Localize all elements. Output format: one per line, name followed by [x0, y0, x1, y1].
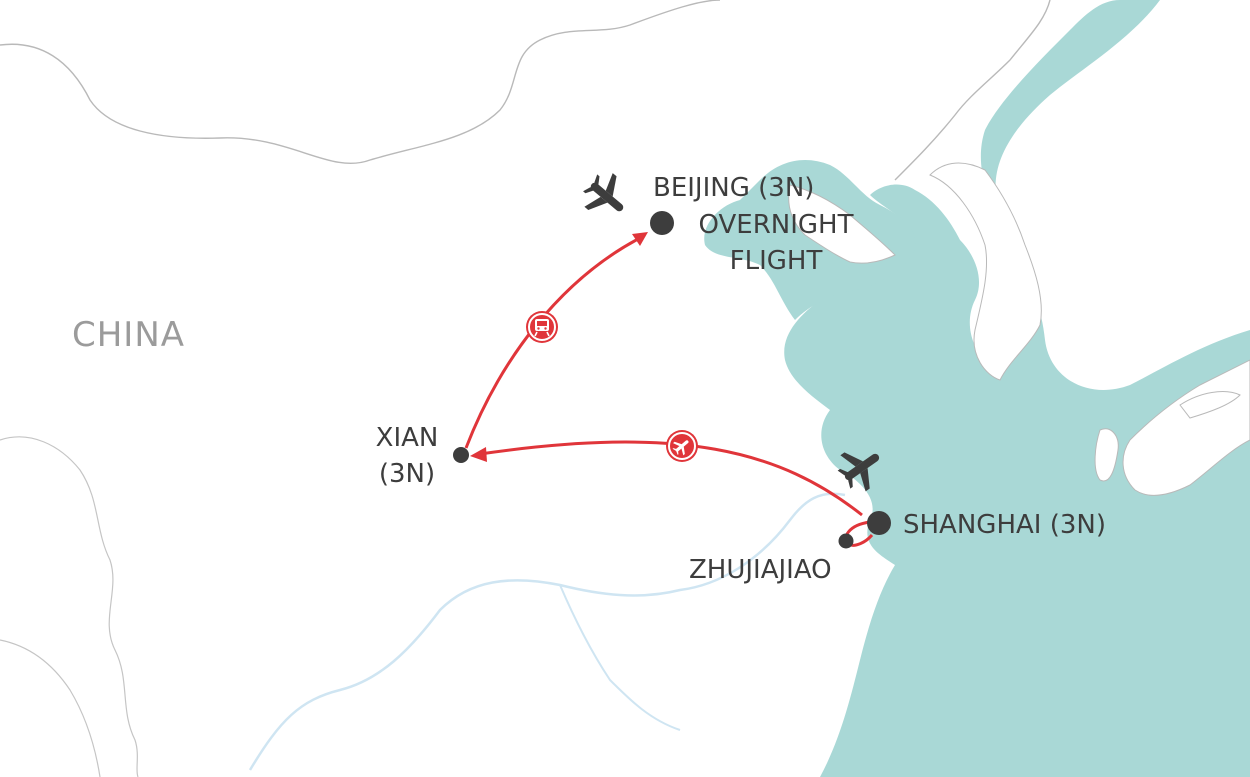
northeast-border — [894, 0, 1051, 181]
xian-label-line2: (3N) — [378, 459, 436, 489]
beijing-note-line1: OVERNIGHT — [698, 210, 854, 240]
route-xian-beijing-arrowhead — [632, 232, 648, 246]
xian-label-line1: XIAN — [375, 423, 439, 453]
country-label: CHINA — [72, 315, 186, 355]
liaodong-peninsula — [788, 184, 896, 264]
city-marker-beijing — [650, 211, 674, 235]
beijing-note: OVERNIGHT FLIGHT — [690, 207, 862, 279]
city-label-shanghai: SHANGHAI (3N) — [903, 510, 1106, 540]
airplane-icon — [583, 173, 624, 212]
route-shanghai-xian-arrowhead — [470, 447, 487, 462]
bohai-sea — [704, 160, 916, 320]
northern-border — [0, 0, 721, 165]
city-label-beijing: BEIJING (3N) — [653, 173, 815, 203]
city-marker-zhujiajiao — [838, 533, 854, 549]
southwest-border — [0, 639, 101, 777]
airplane-icon — [837, 452, 880, 492]
taiwan-coast-hint — [1179, 391, 1241, 419]
beijing-note-line2: FLIGHT — [729, 246, 823, 276]
train-icon — [526, 311, 558, 343]
route-xian-beijing — [464, 236, 641, 449]
korea-peninsula — [929, 162, 1042, 381]
japan-island-small — [1094, 428, 1119, 482]
city-marker-xian — [453, 447, 469, 463]
plane-icon — [666, 430, 698, 462]
western-border — [0, 436, 139, 777]
city-marker-shanghai — [867, 511, 891, 535]
route-shanghai-xian — [479, 440, 863, 517]
city-label-zhujiajiao: ZHUJIAJIAO — [689, 555, 832, 585]
city-label-xian: XIAN (3N) — [362, 420, 452, 492]
river-tributary — [559, 584, 681, 731]
sea-area — [784, 0, 1250, 777]
yangtze-river — [248, 492, 846, 771]
